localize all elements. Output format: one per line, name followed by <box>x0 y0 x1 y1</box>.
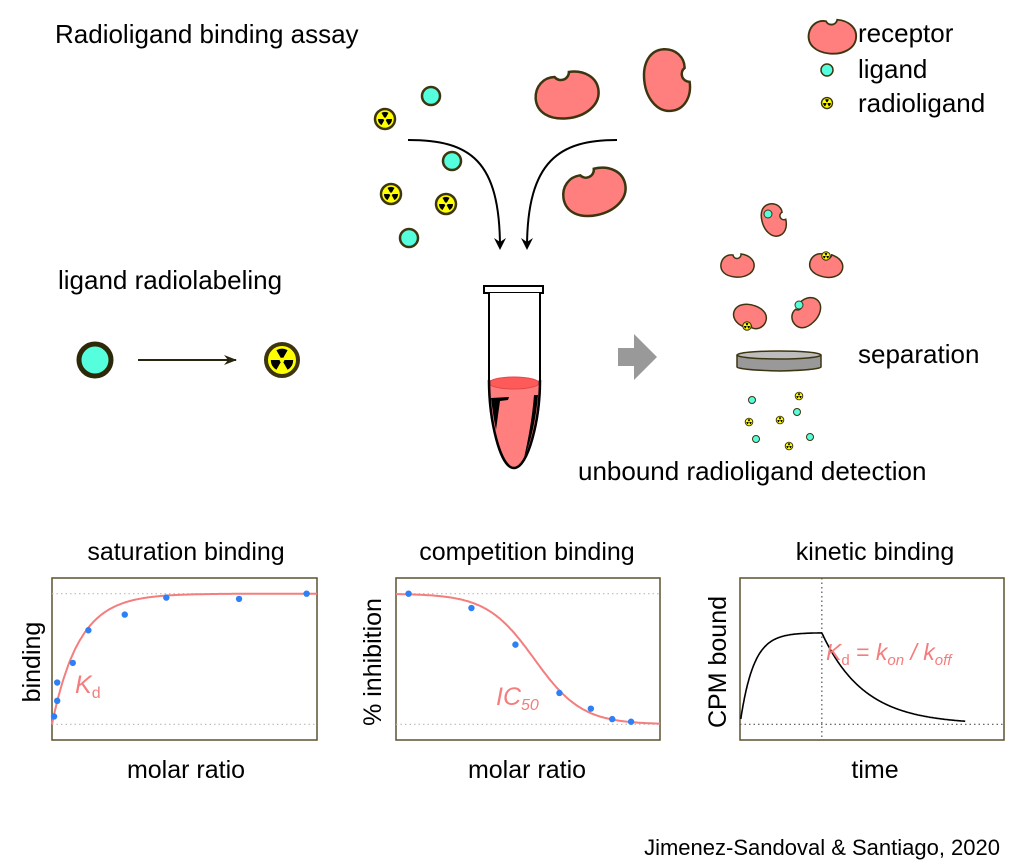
radioligand-icon <box>820 96 834 110</box>
data-point <box>405 590 412 597</box>
x-axis-label: molar ratio <box>127 756 245 784</box>
kinetic-curve <box>740 632 966 723</box>
radioligand-icon <box>775 415 785 425</box>
data-point <box>50 713 58 720</box>
separation-label: separation <box>858 339 979 369</box>
filter-icon <box>736 350 822 372</box>
legend-label-receptor: receptor <box>858 18 954 48</box>
ligand-icon <box>806 433 814 441</box>
ligand-icon <box>398 227 420 249</box>
tube-icon <box>483 285 544 470</box>
data-point <box>235 595 243 603</box>
data-point <box>53 697 61 705</box>
data-point <box>556 689 563 697</box>
radioligand-icon <box>266 344 298 376</box>
data-point <box>163 594 170 601</box>
data-point <box>121 611 128 618</box>
data-point <box>627 718 635 725</box>
ligand-icon <box>820 63 834 77</box>
radioligand-icon <box>784 441 794 451</box>
process-arrow-icon <box>618 334 657 380</box>
ligand-icon <box>441 150 463 172</box>
ligand-icon <box>420 85 442 107</box>
x-axis-label: time <box>851 756 898 784</box>
receptor-icon <box>637 43 697 117</box>
unbound-ligands <box>744 391 814 451</box>
legend-label-ligand: ligand <box>858 54 927 84</box>
radioligand-icon <box>794 391 804 401</box>
receptor-pool <box>530 43 697 225</box>
receptor-icon <box>720 253 755 278</box>
radioligand-icon <box>373 107 397 131</box>
radiolabeling-label: ligand radiolabeling <box>58 265 282 295</box>
ligand-icon <box>793 408 801 416</box>
receptor-icon <box>556 159 634 225</box>
data-point <box>512 641 519 648</box>
chart-kinetic: kinetic binding time CPM bound Kd = kon … <box>704 538 1005 784</box>
chart-saturation: saturation binding molar ratio binding K… <box>18 538 318 784</box>
radioligand-icon <box>379 182 403 206</box>
ligand-icon <box>763 209 773 219</box>
receptor-complexes <box>720 199 846 334</box>
mix-arrow-left <box>407 139 506 250</box>
radioligand-icon <box>744 417 754 427</box>
chart-title: saturation binding <box>87 538 284 566</box>
legend-label-radioligand: radioligand <box>858 88 985 118</box>
kd-equation-annotation: Kd = kon / koff <box>826 639 953 669</box>
data-point <box>69 659 76 667</box>
chart-title: competition binding <box>419 538 634 566</box>
data-point <box>609 715 616 723</box>
chart-title: kinetic binding <box>796 538 954 566</box>
data-point <box>85 627 92 634</box>
x-axis-label: molar ratio <box>468 756 586 784</box>
plot-frame <box>51 577 318 741</box>
data-point <box>587 705 595 712</box>
ligand-icon <box>752 435 760 443</box>
y-axis-label: binding <box>18 622 46 703</box>
radioligand-icon <box>821 251 831 261</box>
receptor-icon <box>786 291 827 334</box>
mix-arrow-right <box>521 139 618 250</box>
radioligand-icon <box>434 192 458 216</box>
data-point <box>303 590 310 597</box>
y-axis-label: % inhibition <box>359 598 387 726</box>
detection-label: unbound radioligand detection <box>578 456 926 486</box>
chart-competition: competition binding molar ratio % inhibi… <box>359 538 661 784</box>
kd-annotation: Kd <box>75 671 101 702</box>
receptor-icon <box>807 18 858 55</box>
fit-curve <box>51 592 317 725</box>
credit-text: Jimenez-Sandoval & Santiago, 2020 <box>644 835 1000 860</box>
receptor-icon <box>530 65 605 126</box>
plot-frame <box>395 577 661 741</box>
ic50-annotation: IC50 <box>496 683 539 714</box>
legend: receptor ligand radioligand <box>807 18 985 118</box>
data-point <box>468 604 475 612</box>
ligand-pool <box>373 85 463 249</box>
plot-frame <box>739 577 1005 741</box>
ligand-icon <box>76 341 114 379</box>
y-axis-label: CPM bound <box>704 596 732 728</box>
receptor-icon <box>756 199 791 241</box>
data-point <box>53 679 61 686</box>
ligand-icon <box>748 396 756 404</box>
radioligand-icon <box>742 321 752 331</box>
figure-title: Radioligand binding assay <box>55 19 359 49</box>
fit-curve <box>396 593 660 725</box>
ligand-icon <box>794 300 804 310</box>
